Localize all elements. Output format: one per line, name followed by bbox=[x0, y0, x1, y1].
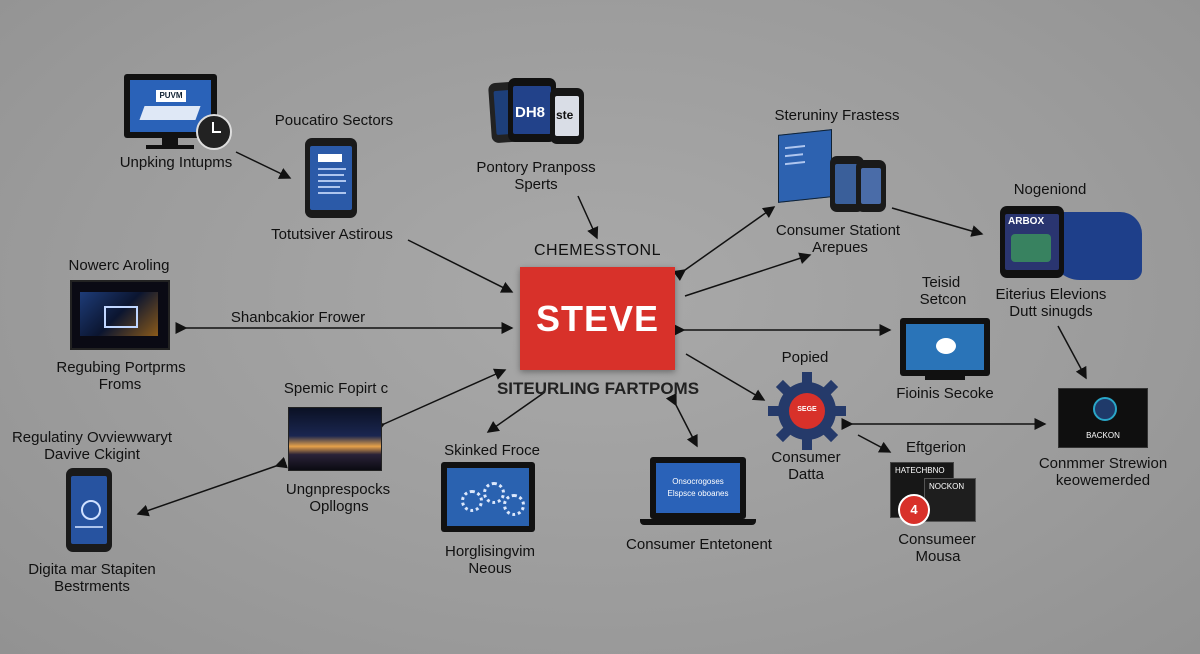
label-poucatiro-sectors: Poucatiro Sectors bbox=[274, 112, 394, 129]
label-shanbcakior-frower: Shanbcakior Frower bbox=[230, 309, 366, 326]
monitor-base bbox=[146, 145, 194, 149]
arrow-center-to-skinked bbox=[486, 391, 546, 433]
arrow-center-to-laptop bbox=[665, 392, 698, 448]
label-bestrments: Bestrments bbox=[54, 578, 130, 595]
red-circle-icon: 4 bbox=[898, 494, 930, 526]
label-opllogns: Opllogns bbox=[309, 498, 369, 515]
clock-icon bbox=[196, 114, 232, 150]
label-arepues: Arepues bbox=[812, 239, 868, 256]
dark-monitor-text: BACKON bbox=[1086, 431, 1120, 440]
tablet-stack-text: DH8 bbox=[515, 104, 546, 121]
label-dutt-sinugds: Dutt sinugds bbox=[1009, 303, 1093, 320]
map-screen-text: ARBOX bbox=[1008, 216, 1045, 227]
label-eiterius-elevions: Eiterius Elevions bbox=[995, 286, 1107, 303]
laptop-icon: Onsocrogoses Elspsce oboanes bbox=[650, 457, 746, 519]
booklet-icon bbox=[778, 129, 832, 203]
arrow-totutsiver-to-center bbox=[407, 239, 514, 293]
arrow-pontory-to-center bbox=[577, 195, 599, 240]
label-davive-ckigint: Davive Ckigint bbox=[44, 446, 140, 463]
center-title-above: CHEMESSTONL bbox=[533, 242, 661, 259]
map-silhouette-icon bbox=[1050, 212, 1142, 280]
label-ungnprespocks: Ungnprespocks bbox=[285, 481, 391, 498]
label-neous: Neous bbox=[468, 560, 512, 577]
tv-stand bbox=[925, 376, 965, 380]
label-pontory-pranposs: Pontory Pranposs bbox=[476, 159, 596, 176]
arrow-unpking-to-tablet bbox=[235, 151, 292, 179]
center-node[interactable]: STEVE bbox=[520, 267, 675, 370]
label-popied: Popied bbox=[781, 349, 829, 366]
label-teisid: Teisid bbox=[921, 274, 961, 291]
sunrise-image-icon bbox=[288, 407, 382, 471]
gear-badge: SEGE bbox=[797, 406, 817, 413]
label-skinked-froce: Skinked Froce bbox=[444, 442, 540, 459]
dark-monitor-icon: BACKON bbox=[1058, 388, 1148, 448]
label-keowemerded: keowemerded bbox=[1055, 472, 1151, 489]
laptop-screen-line1: Onsocrogoses bbox=[672, 477, 724, 486]
label-froms: Froms bbox=[98, 376, 142, 393]
label-totutsiver-astirous: Totutsiver Astirous bbox=[271, 226, 393, 243]
arrow-ungnprespocks-to-phone bbox=[136, 456, 288, 517]
tablet-stack-side-text: ste bbox=[556, 108, 574, 122]
label-datta: Datta bbox=[788, 466, 824, 483]
tablet-stack-front-icon: DH8 bbox=[508, 78, 556, 142]
arrow-center-to-steruniny bbox=[672, 206, 776, 281]
label-eftgerion: Eftgerion bbox=[905, 439, 967, 456]
dark-screen-b-icon: NOCKON bbox=[924, 478, 976, 522]
laptop-keyboard bbox=[640, 519, 756, 525]
laptop-badge: PUVM bbox=[156, 90, 186, 102]
label-nogeniond: Nogeniond bbox=[1013, 181, 1087, 198]
dark-screen-b-text: NOCKON bbox=[929, 482, 965, 491]
center-name: STEVE bbox=[535, 297, 660, 339]
dark-screen-a-text: HATECHBNO bbox=[895, 466, 945, 475]
label-unpking-intupms: Unpking Intupms bbox=[119, 154, 233, 171]
center-title-below: SITEURLING FARTPOMS bbox=[496, 379, 700, 398]
tablet-small-b-icon bbox=[856, 160, 886, 212]
label-digita-mar-stapiten: Digita mar Stapiten bbox=[28, 561, 156, 578]
label-horglisingvim: Horglisingvim bbox=[444, 543, 536, 560]
label-fioinis-secoke: Fioinis Secoke bbox=[896, 385, 994, 402]
label-consumer: Consumer bbox=[771, 449, 841, 466]
tv-monitor-icon bbox=[900, 318, 990, 376]
label-regubing-portprms: Regubing Portprms bbox=[56, 359, 186, 376]
label-mousa: Mousa bbox=[915, 548, 961, 565]
phone-icon bbox=[66, 468, 112, 552]
tablet-stack-side-icon: ste bbox=[550, 88, 584, 144]
arrow-center-to-gear bbox=[685, 353, 766, 401]
label-nowerc-aroling: Nowerc Aroling bbox=[68, 257, 170, 274]
arrow-eiterius-to-monitor bbox=[1057, 325, 1087, 380]
monitor-stand bbox=[162, 138, 178, 146]
laptop-screen-line2: Elspsce oboanes bbox=[667, 489, 729, 498]
tablet-icon bbox=[305, 138, 357, 218]
label-conmmer-strewion: Conmmer Strewion bbox=[1038, 455, 1168, 472]
label-setcon: Setcon bbox=[919, 291, 967, 308]
label-steruniny-frastess: Steruniny Frastess bbox=[774, 107, 900, 124]
media-screen-icon bbox=[70, 280, 170, 350]
arrow-gear-to-eftgerion bbox=[857, 434, 892, 453]
label-consumer-entetonent: Consumer Entetonent bbox=[626, 536, 772, 553]
arrow-center-to-arepues bbox=[684, 252, 812, 297]
gears-monitor-icon bbox=[441, 462, 535, 532]
arrow-spemic-to-center bbox=[371, 368, 507, 434]
label-spemic-fopirt: Spemic Fopirt c bbox=[283, 380, 389, 397]
red-circle-text: 4 bbox=[910, 502, 918, 517]
label-sperts: Sperts bbox=[514, 176, 558, 193]
label-consumeer: Consumeer bbox=[898, 531, 976, 548]
label-regulatiny-oviewwaryt: Regulatiny Ovviewwaryt bbox=[11, 429, 173, 446]
gear-icon: SEGE bbox=[768, 372, 846, 450]
map-tablet-icon: ARBOX bbox=[1000, 206, 1064, 278]
arrow-steruniny-to-nogeniond bbox=[891, 207, 984, 237]
label-consumer-stationt: Consumer Stationt bbox=[775, 222, 901, 239]
